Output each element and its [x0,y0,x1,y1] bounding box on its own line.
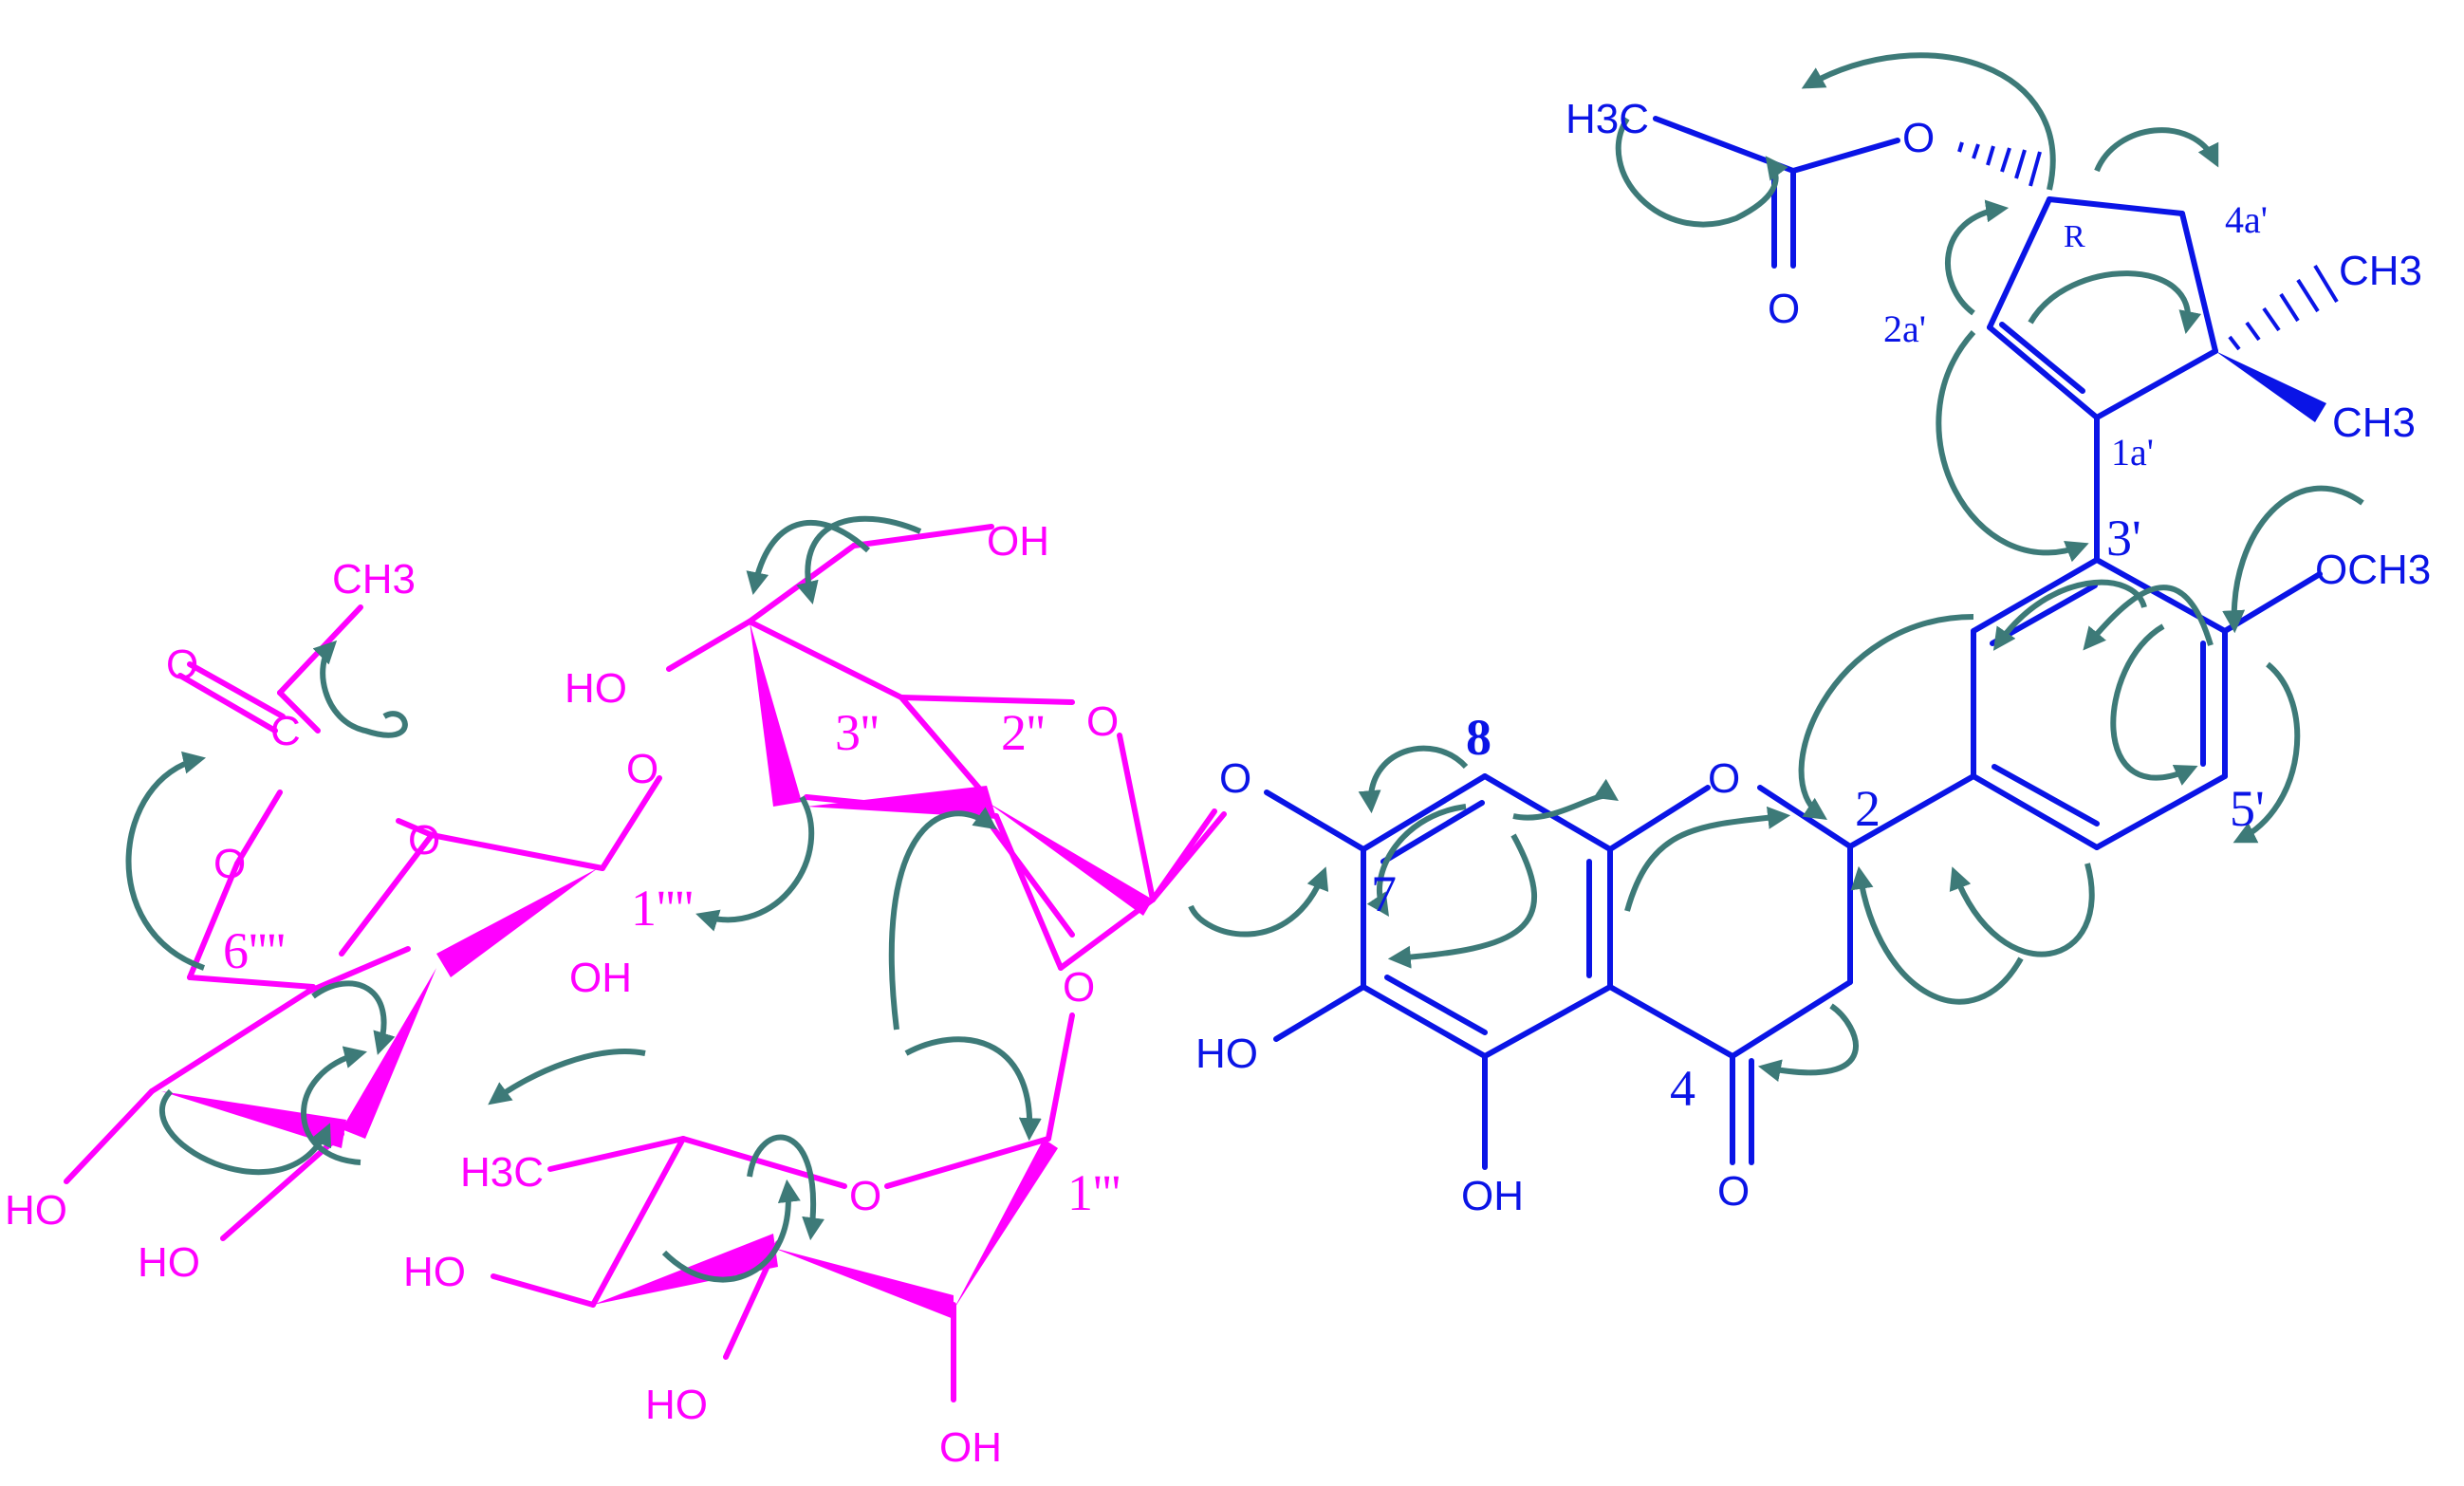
bond-c6-ho [1273,984,1366,1042]
label-pos-3p: 3' [2106,510,2141,567]
label-ho-rha-3: HO [645,1382,708,1428]
label-ho-glc-3: HO [5,1187,67,1234]
label-ch3-upper: CH3 [2339,248,2422,294]
label-ho-rha-4: HO [403,1249,466,1295]
stereo-bonds-aglycone [1957,141,2339,351]
bond-c4a-c5 [1482,984,1613,1059]
label-oh-5: OH [1461,1173,1524,1219]
label-oh-rha-2: OH [939,1424,1002,1471]
bond-c7-o [1264,789,1366,852]
bond-c2p-c3p [1971,557,2100,634]
bond-c4-c4a [1607,984,1735,1059]
bond-c2-c1p [1847,773,1976,849]
label-o-ester: O [1902,115,1935,161]
label-pos-5p: 5' [2230,780,2265,837]
label-c-acetyl: C [270,708,301,754]
bond-c2a-c3a [1987,196,2052,330]
bond-c1a-c2a [1987,325,2100,420]
label-pos-3pp: 3'' [835,704,879,761]
aglycone-bonds [1264,116,2323,1170]
label-ch3-acetyl: CH3 [332,556,416,603]
label-ho-6: HO [1195,1031,1258,1077]
label-pos-4: 4 [1670,1060,1695,1117]
label-o-link-glc: O [626,746,658,792]
label-oh-glc-2: OH [569,955,632,1001]
label-o-ring-glc: O [408,817,440,864]
bond-c6p-c1p-inner [1992,764,2100,827]
label-pos-7: 7 [1371,865,1397,922]
label-o-acetyl-ester: O [213,841,246,887]
bond-c8a-o1 [1607,785,1711,852]
label-pos-2: 2 [1855,780,1880,837]
label-o-ring-rha: O [849,1173,881,1219]
sugar-wedges [161,622,1153,1319]
label-o-ring-glc2: O [1086,698,1119,745]
label-o-ring: O [1708,755,1740,802]
label-o-carbonyl-acetyl: O [1768,286,1800,332]
label-pos-6q: 6'''' [223,922,286,979]
aglycone-labels: H3C O O R 4a' CH3 CH3 2a' 1a' 3' OCH3 5'… [1195,96,2431,1219]
bond-c3-c4 [1730,979,1853,1059]
label-ho-glc-4b: HO [565,665,627,712]
label-pos-2a: 2a' [1883,307,1926,350]
label-och3: OCH3 [2315,547,2431,593]
label-ch3-lower: CH3 [2332,399,2416,446]
bond-c5-c6-inner [1384,975,1488,1035]
label-ho-glc-4: HO [138,1239,200,1286]
label-o-acetyl-carbonyl: O [166,641,198,688]
label-o-ketone: O [1717,1168,1750,1215]
sugar-labels: CH3 O C O 6'''' O 1'''' OH HO HO O OH HO… [5,518,1121,1471]
bond-o-c-acetyl [1790,138,1900,174]
label-pos-1ppp: 1''' [1067,1164,1121,1221]
bond-c7-c8 [1361,773,1488,852]
bond-c6p-c1p [1971,773,2100,850]
label-pos-1q: 1'''' [631,880,694,937]
label-r-config: R [2064,219,2085,254]
bond-c3a-c4a [2047,196,2185,216]
label-h3c-rha: H3C [460,1149,544,1196]
bond-c5a-c1a [2094,348,2218,420]
bond-c5-c6 [1361,984,1488,1059]
bond-c5p-c6p [2094,773,2228,850]
label-h3c-acetyl: H3C [1565,96,1649,142]
label-pos-4a: 4a' [2225,198,2268,241]
bond-c7-c8-inner [1380,800,1485,864]
label-o-link-rha: O [1063,964,1095,1011]
label-pos-1a: 1a' [2111,431,2154,474]
wedge-bond-ch3-lower [2215,351,2326,422]
bond-c4a-c5a [2179,211,2218,354]
hmbc-arrows [125,52,2364,1283]
bond-c1a-c2a-inner [1999,322,2085,394]
label-oh-glc-6: OH [987,518,1049,565]
label-pos-2pp: 2'' [1001,704,1045,761]
bond-c3p-c4p [2094,557,2228,634]
label-pos-8: 8 [1466,709,1491,766]
label-o-glyco: O [1219,755,1251,802]
